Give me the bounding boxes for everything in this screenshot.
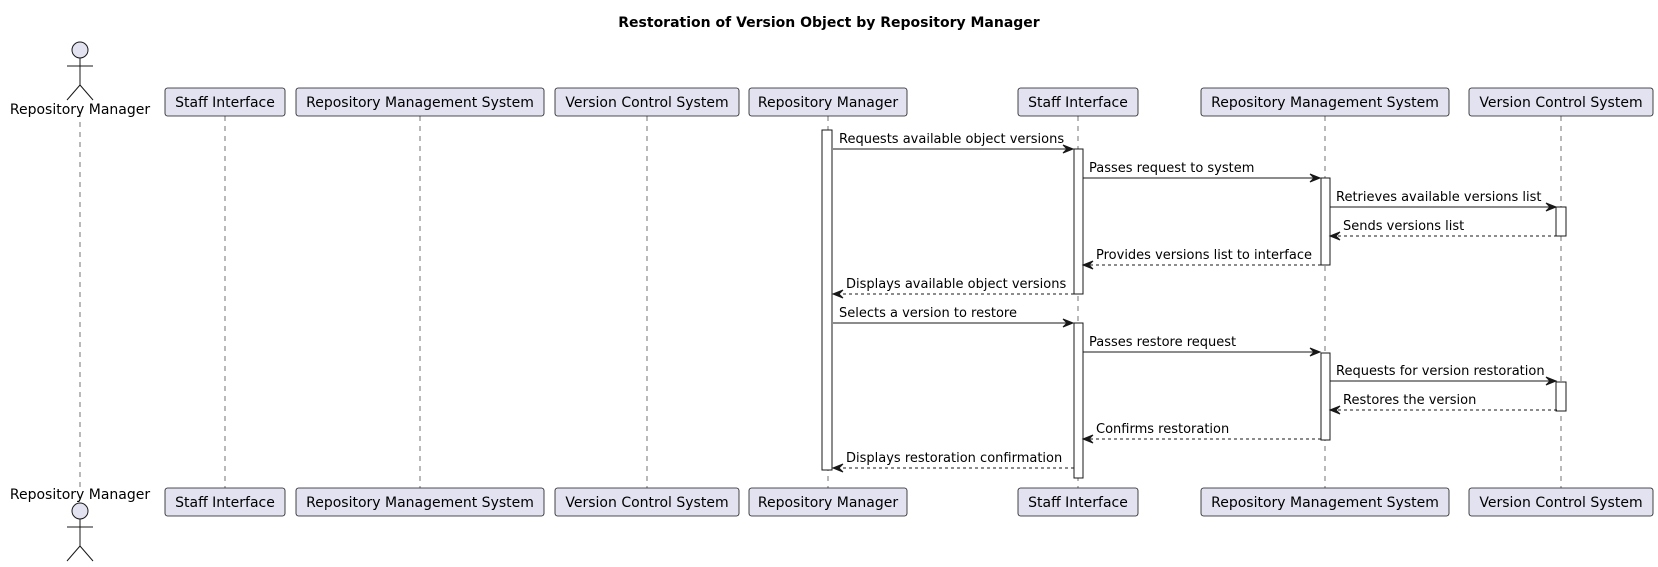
participant-rm_2-top: Repository Manager <box>748 87 908 117</box>
message-label: Confirms restoration <box>1096 422 1229 437</box>
arrowhead <box>1545 202 1558 212</box>
activation-bar <box>821 129 833 471</box>
participant-box <box>554 487 740 517</box>
message-5: Provides versions list to interface <box>1081 248 1321 270</box>
participant-si_1-top: Staff Interface <box>164 87 286 117</box>
participant-label: Staff Interface <box>175 495 275 511</box>
activation-bar <box>1555 381 1567 412</box>
message-label: Displays restoration confirmation <box>846 451 1062 466</box>
arrowhead <box>831 463 844 473</box>
participant-box <box>554 87 740 117</box>
activation-bar <box>1320 352 1331 441</box>
participant-vcs_2-top: Version Control System <box>1468 87 1654 117</box>
message-4: Sends versions list <box>1328 219 1557 241</box>
participant-label: Version Control System <box>1479 495 1642 511</box>
diagram-title: Restoration of Version Object by Reposit… <box>618 15 1040 31</box>
message-8: Passes restore request <box>1083 335 1322 357</box>
message-2: Passes request to system <box>1083 161 1322 183</box>
participant-box <box>1017 487 1139 517</box>
activation-bar <box>1555 206 1567 237</box>
arrowhead <box>1328 405 1341 415</box>
message-label: Passes request to system <box>1089 161 1254 176</box>
message-list: Requests available object versionsPasses… <box>831 132 1558 473</box>
arrowhead <box>1309 347 1322 357</box>
participant-box <box>748 487 908 517</box>
participant-box <box>748 87 908 117</box>
activation-bar <box>1073 322 1084 479</box>
participant-box <box>1200 87 1450 117</box>
participant-rms_1-top: Repository Management System <box>295 87 545 117</box>
participant-label: Repository Management System <box>1211 95 1439 111</box>
message-9: Requests for version restoration <box>1330 364 1558 386</box>
participant-label: Version Control System <box>565 495 728 511</box>
participant-label: Repository Management System <box>306 95 534 111</box>
lifelines <box>79 112 1562 492</box>
message-label: Restores the version <box>1343 393 1476 408</box>
participant-label: Repository Management System <box>1211 495 1439 511</box>
participant-rms_1-bottom: Repository Management System <box>295 487 545 517</box>
activation-bars <box>821 129 1567 479</box>
participant-vcs_1-bottom: Version Control System <box>554 487 740 517</box>
participant-si_1-bottom: Staff Interface <box>164 487 286 517</box>
message-label: Selects a version to restore <box>839 306 1017 321</box>
participant-si_2-top: Staff Interface <box>1017 87 1139 117</box>
participant-box <box>164 87 286 117</box>
participant-box <box>295 87 545 117</box>
arrowhead <box>1309 173 1322 183</box>
participant-rms_2-top: Repository Management System <box>1200 87 1450 117</box>
participant-label-rm_actor-top: Repository Manager <box>10 102 151 118</box>
message-label: Sends versions list <box>1343 219 1464 234</box>
participant-label: Staff Interface <box>175 95 275 111</box>
message-6: Displays available object versions <box>831 277 1074 299</box>
participant-label: Version Control System <box>1479 95 1642 111</box>
participant-rm_2-bottom: Repository Manager <box>748 487 908 517</box>
participant-label: Repository Manager <box>758 495 899 511</box>
participant-vcs_2-bottom: Version Control System <box>1468 487 1654 517</box>
message-label: Provides versions list to interface <box>1096 248 1312 263</box>
participant-header-row: Repository Manager Staff Interface Reposit… <box>10 41 1654 118</box>
participant-label-rm_actor-bottom: Repository Manager <box>10 487 151 503</box>
participant-box <box>1468 87 1654 117</box>
participant-label: Staff Interface <box>1028 95 1128 111</box>
participant-box <box>295 487 545 517</box>
arrowhead <box>1545 376 1558 386</box>
actor-icon <box>66 502 94 562</box>
participant-box <box>1200 487 1450 517</box>
participant-label: Staff Interface <box>1028 495 1128 511</box>
message-label: Passes restore request <box>1089 335 1236 350</box>
participant-box <box>1017 87 1139 117</box>
message-12: Displays restoration confirmation <box>831 451 1074 473</box>
message-3: Retrieves available versions list <box>1330 190 1558 212</box>
message-label: Retrieves available versions list <box>1336 190 1542 205</box>
arrowhead <box>1062 144 1075 154</box>
participant-box <box>1468 487 1654 517</box>
participant-label: Repository Management System <box>306 495 534 511</box>
arrowhead <box>831 289 844 299</box>
message-7: Selects a version to restore <box>833 306 1075 328</box>
arrowhead <box>1062 318 1075 328</box>
message-11: Confirms restoration <box>1081 422 1321 444</box>
participant-si_2-bottom: Staff Interface <box>1017 487 1139 517</box>
arrowhead <box>1328 231 1341 241</box>
message-1: Requests available object versions <box>833 132 1075 154</box>
message-label: Requests for version restoration <box>1336 364 1545 379</box>
arrowhead <box>1081 260 1094 270</box>
arrowhead <box>1081 434 1094 444</box>
message-label: Displays available object versions <box>846 277 1066 292</box>
participant-rms_2-bottom: Repository Management System <box>1200 487 1450 517</box>
participant-label: Repository Manager <box>758 95 899 111</box>
message-label: Requests available object versions <box>839 132 1064 147</box>
activation-bar <box>1073 148 1084 295</box>
participant-label: Version Control System <box>565 95 728 111</box>
actor-icon <box>66 41 94 101</box>
participant-vcs_1-top: Version Control System <box>554 87 740 117</box>
activation-bar <box>1320 177 1331 266</box>
participant-box <box>164 487 286 517</box>
message-10: Restores the version <box>1328 393 1557 415</box>
